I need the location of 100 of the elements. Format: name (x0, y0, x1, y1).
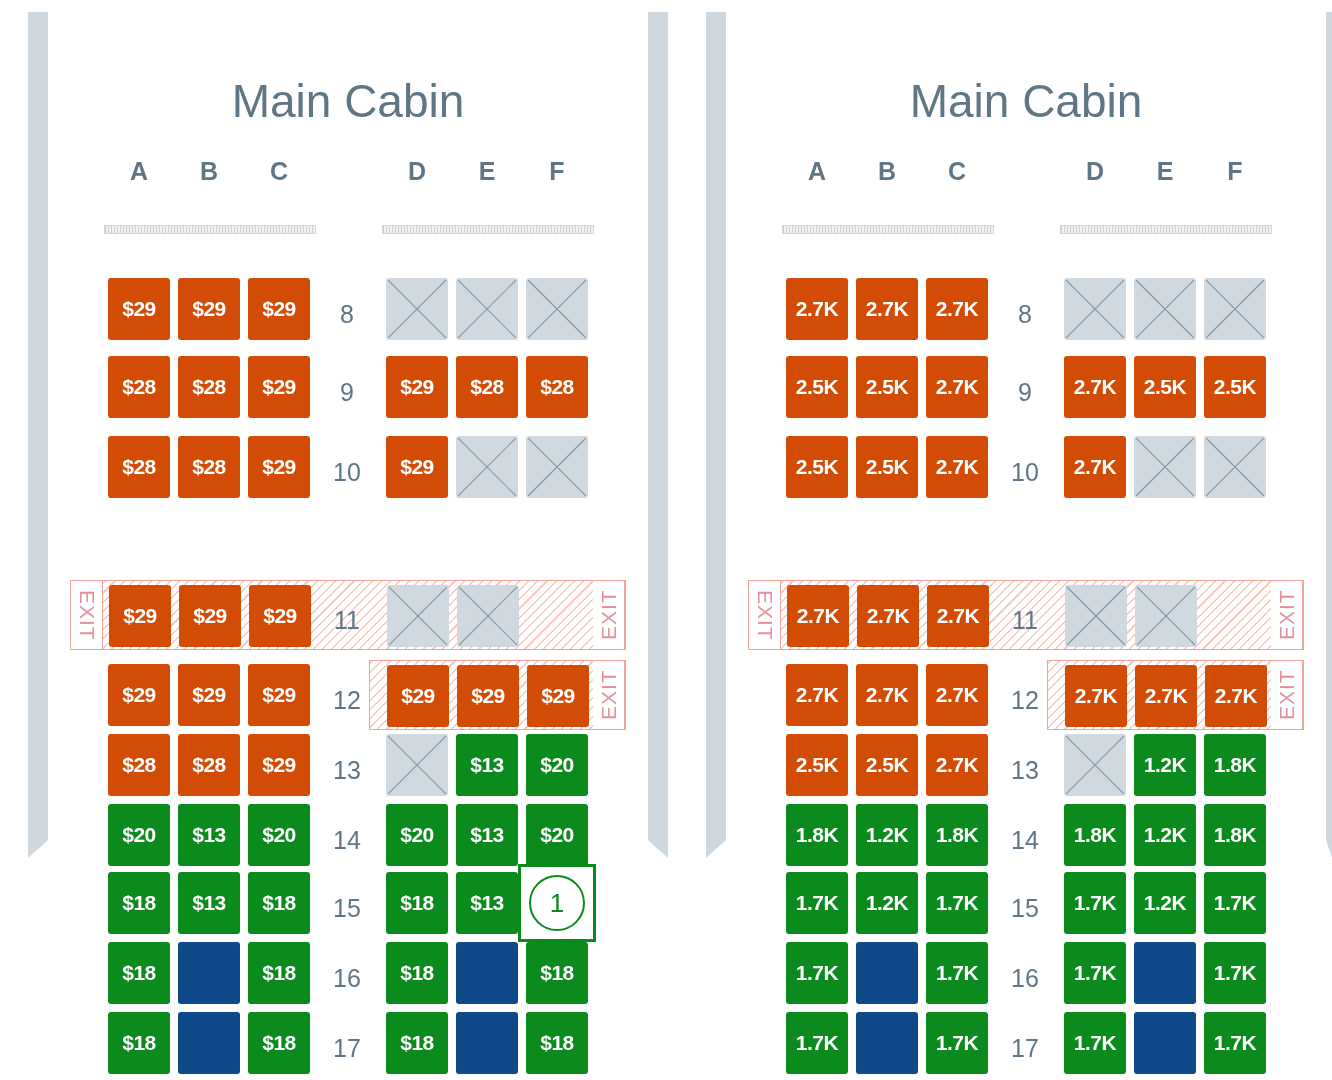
available-seat: $28 (108, 734, 170, 796)
exit-label: EXIT (1271, 661, 1303, 729)
exit-row-band (1047, 660, 1304, 730)
available-seat: 1.7K (1064, 942, 1126, 1004)
available-seat: 1.7K (786, 942, 848, 1004)
available-seat: $18 (386, 1012, 448, 1074)
column-letter: B (198, 156, 220, 186)
available-seat: $18 (248, 1012, 310, 1074)
available-seat: $29 (248, 278, 310, 340)
available-seat: $29 (386, 356, 448, 418)
available-seat: $20 (526, 734, 588, 796)
available-seat: $29 (178, 278, 240, 340)
column-letter: C (946, 156, 968, 186)
occupied-seat (456, 942, 518, 1004)
row-number: 15 (332, 893, 362, 923)
available-seat: 1.7K (926, 1012, 988, 1074)
blocked-seat (456, 278, 518, 340)
available-seat: 1.2K (856, 804, 918, 866)
blocked-seat (1064, 278, 1126, 340)
available-seat: 2.7K (1135, 665, 1197, 727)
available-seat: $29 (178, 664, 240, 726)
column-letter: E (1155, 156, 1175, 186)
available-seat: $13 (178, 804, 240, 866)
row-number: 11 (333, 605, 361, 635)
exit-label: EXIT (71, 581, 103, 649)
available-seat: 2.7K (1064, 436, 1126, 498)
available-seat: 2.5K (856, 356, 918, 418)
available-seat: 1.8K (926, 804, 988, 866)
available-seat: $28 (456, 356, 518, 418)
blocked-seat (1135, 585, 1197, 647)
occupied-seat (178, 942, 240, 1004)
available-seat: $29 (248, 734, 310, 796)
available-seat: 1.8K (1204, 734, 1266, 796)
row-number: 14 (1010, 825, 1040, 855)
available-seat: 2.5K (856, 436, 918, 498)
available-seat: 1.7K (1204, 872, 1266, 934)
available-seat: 1.2K (1134, 734, 1196, 796)
available-seat: 2.5K (1134, 356, 1196, 418)
cabin-title: Main Cabin (230, 74, 466, 128)
row-number: 16 (1010, 963, 1040, 993)
available-seat: 1.7K (1204, 942, 1266, 1004)
available-seat: $28 (178, 436, 240, 498)
blocked-seat (1134, 436, 1196, 498)
column-letter: F (548, 156, 566, 186)
available-seat: $29 (248, 356, 310, 418)
available-seat: 1.2K (1134, 872, 1196, 934)
available-seat: $20 (526, 804, 588, 866)
available-seat: 2.5K (856, 734, 918, 796)
available-seat: $13 (456, 734, 518, 796)
row-number: 8 (339, 299, 355, 329)
exit-label: EXIT (749, 581, 781, 649)
blocked-seat (386, 734, 448, 796)
available-seat: $13 (456, 804, 518, 866)
available-seat: $13 (178, 872, 240, 934)
available-seat: 2.7K (926, 356, 988, 418)
column-letter: F (1226, 156, 1244, 186)
blocked-seat (386, 278, 448, 340)
blocked-seat (526, 436, 588, 498)
available-seat: $18 (108, 872, 170, 934)
available-seat: 2.7K (926, 278, 988, 340)
available-seat: 2.7K (787, 585, 849, 647)
available-seat: 2.7K (926, 664, 988, 726)
available-seat: $29 (248, 436, 310, 498)
available-seat: $28 (108, 436, 170, 498)
column-letter: D (1084, 156, 1106, 186)
column-letter: C (268, 156, 290, 186)
row-number: 12 (1010, 685, 1040, 715)
available-seat: 2.7K (926, 734, 988, 796)
row-number: 13 (332, 755, 362, 785)
column-letter: D (406, 156, 428, 186)
exit-row-band (369, 660, 626, 730)
exit-row-band (748, 580, 1304, 650)
row-number: 8 (1017, 299, 1033, 329)
selected-seat: 1 (518, 864, 596, 942)
blocked-seat (457, 585, 519, 647)
column-letter: A (806, 156, 828, 186)
exit-label: EXIT (1271, 581, 1303, 649)
available-seat: $29 (179, 585, 241, 647)
available-seat: 2.7K (927, 585, 989, 647)
available-seat: $28 (526, 356, 588, 418)
available-seat: $20 (386, 804, 448, 866)
available-seat: $28 (108, 356, 170, 418)
blocked-seat (1204, 436, 1266, 498)
available-seat: $18 (386, 872, 448, 934)
available-seat: $18 (526, 1012, 588, 1074)
available-seat: $29 (249, 585, 311, 647)
available-seat: 2.7K (786, 278, 848, 340)
available-seat: $18 (108, 942, 170, 1004)
available-seat: $20 (248, 804, 310, 866)
exit-label: EXIT (593, 661, 625, 729)
column-letter: B (876, 156, 898, 186)
row-number: 10 (332, 457, 362, 487)
available-seat: 1.8K (1064, 804, 1126, 866)
available-seat: $29 (109, 585, 171, 647)
occupied-seat (1134, 942, 1196, 1004)
available-seat: $29 (108, 278, 170, 340)
available-seat: 2.7K (926, 436, 988, 498)
row-number: 13 (1010, 755, 1040, 785)
available-seat: $29 (387, 665, 449, 727)
row-number: 12 (332, 685, 362, 715)
